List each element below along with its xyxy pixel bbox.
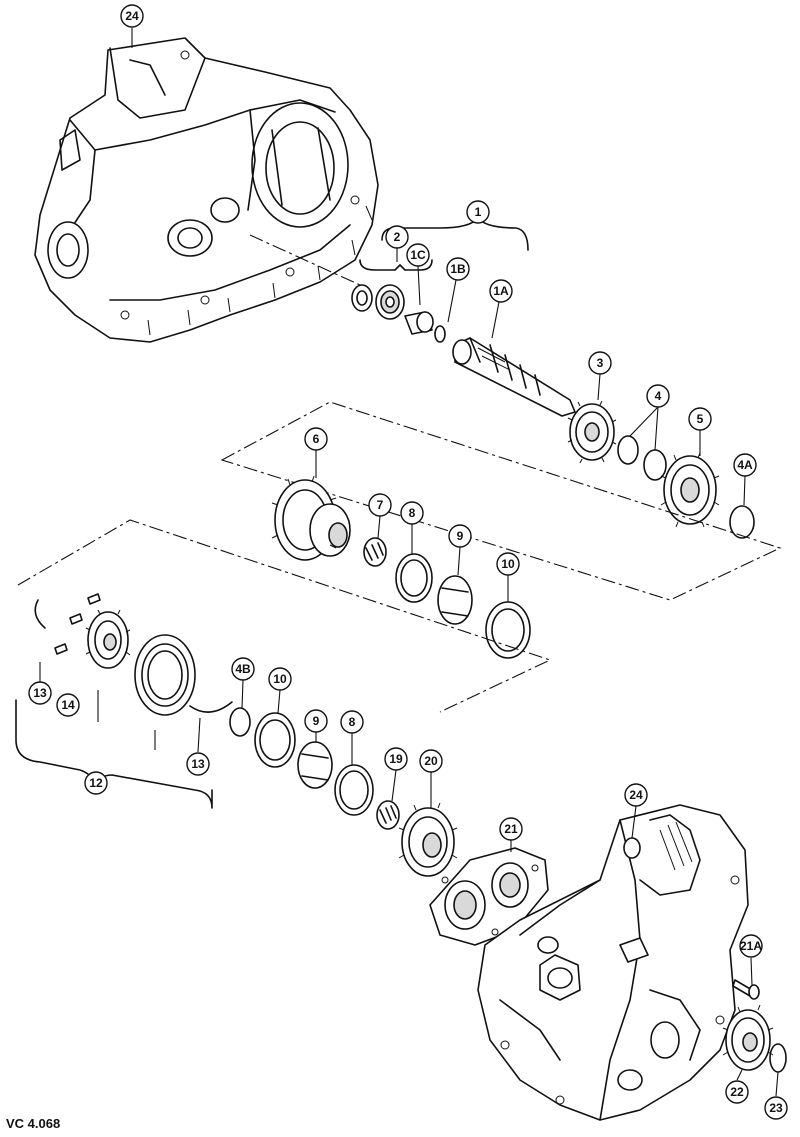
svg-text:24: 24 <box>125 9 139 23</box>
callout-2: 2 <box>385 225 409 249</box>
svg-text:7: 7 <box>377 498 384 512</box>
axis-line-upper <box>249 234 361 286</box>
lower-housing <box>477 804 749 1121</box>
upper-housing <box>34 37 379 343</box>
svg-text:13: 13 <box>191 757 205 771</box>
circlip-4B <box>229 707 251 737</box>
callout-1: 1 <box>466 200 490 224</box>
group-box-upper <box>220 401 782 601</box>
callout-10-low: 10 <box>268 667 292 691</box>
svg-text:21A: 21A <box>740 939 762 953</box>
svg-text:1: 1 <box>475 205 482 219</box>
snap-rings-4 <box>617 435 667 481</box>
svg-text:2: 2 <box>394 230 401 244</box>
synchro-ring-8-lower <box>334 764 374 816</box>
bracket-12 <box>15 699 213 809</box>
callout-13-left: 13 <box>28 681 52 705</box>
synchro-ring-9-lower <box>297 741 333 789</box>
callout-1C: 1C <box>406 243 430 267</box>
circlip-23 <box>769 1043 787 1073</box>
bolt-21A <box>732 979 760 1000</box>
svg-text:10: 10 <box>501 557 515 571</box>
svg-text:9: 9 <box>457 529 464 543</box>
callout-1B: 1B <box>446 257 470 281</box>
callout-4: 4 <box>646 384 670 408</box>
svg-text:3: 3 <box>597 356 604 370</box>
callout-4A: 4A <box>733 453 757 477</box>
svg-text:4B: 4B <box>235 662 251 676</box>
callout-5: 5 <box>688 407 712 431</box>
svg-text:13: 13 <box>33 686 47 700</box>
callout-1A: 1A <box>489 279 513 303</box>
callout-6: 6 <box>304 427 328 451</box>
callout-21A: 21A <box>739 934 763 958</box>
gear-6 <box>271 475 351 561</box>
callout-3: 3 <box>588 351 612 375</box>
callout-20: 20 <box>419 749 443 773</box>
callout-12: 12 <box>84 771 108 795</box>
synchro-ring-10-lower <box>254 712 296 768</box>
callout-7: 7 <box>368 493 392 517</box>
bearing-2 <box>351 284 405 320</box>
gear-5 <box>660 452 720 528</box>
circlip-4A <box>729 505 755 539</box>
callout-21: 21 <box>499 817 523 841</box>
svg-text:9: 9 <box>313 714 320 728</box>
needle-bearing-19 <box>376 800 400 830</box>
svg-text:1B: 1B <box>450 262 466 276</box>
callout-19: 19 <box>384 747 408 771</box>
callout-8-low: 8 <box>340 710 364 734</box>
gear-20 <box>398 802 458 877</box>
svg-text:22: 22 <box>730 1085 744 1099</box>
svg-text:12: 12 <box>89 776 103 790</box>
bearing-1C <box>404 311 434 335</box>
callout-23: 23 <box>764 1096 788 1120</box>
reference-code: VC 4.068 <box>6 1116 60 1131</box>
svg-text:23: 23 <box>769 1101 783 1115</box>
svg-text:1C: 1C <box>410 248 426 262</box>
circlip-1B <box>434 325 446 343</box>
svg-text:6: 6 <box>313 432 320 446</box>
svg-text:20: 20 <box>424 754 438 768</box>
input-shaft-1A <box>452 337 576 417</box>
synchro-ring-9-upper <box>437 575 473 625</box>
callout-9-low: 9 <box>304 709 328 733</box>
group-box-lower <box>17 519 552 713</box>
callout-8-top: 8 <box>400 501 424 525</box>
synchro-ring-10-upper <box>485 601 531 659</box>
needle-bearing-7 <box>363 537 387 567</box>
svg-text:8: 8 <box>409 506 416 520</box>
springs-13 <box>34 599 233 713</box>
svg-text:10: 10 <box>273 672 287 686</box>
svg-text:8: 8 <box>349 715 356 729</box>
sliding-sleeve-12 <box>134 634 196 716</box>
gear-22 <box>722 1004 774 1071</box>
synchro-hub-12 <box>85 609 131 669</box>
callout-9-top: 9 <box>448 524 472 548</box>
svg-text:14: 14 <box>61 698 75 712</box>
svg-text:1A: 1A <box>493 284 509 298</box>
svg-text:5: 5 <box>697 412 704 426</box>
bearing-plate-21 <box>429 847 549 946</box>
callout-14: 14 <box>56 693 80 717</box>
svg-text:4: 4 <box>655 389 662 403</box>
callout-22: 22 <box>725 1080 749 1104</box>
svg-text:19: 19 <box>389 752 403 766</box>
synchro-ring-8-upper <box>395 553 433 603</box>
callout-24-top: 24 <box>120 4 144 28</box>
callout-24-bottom: 24 <box>624 783 648 807</box>
svg-text:4A: 4A <box>737 458 753 472</box>
callout-10-top: 10 <box>496 552 520 576</box>
gear-3 <box>567 400 617 464</box>
svg-text:21: 21 <box>504 822 518 836</box>
pins-14 <box>54 593 101 655</box>
svg-text:24: 24 <box>629 788 643 802</box>
callout-13-mid: 13 <box>186 752 210 776</box>
callout-4B: 4B <box>231 657 255 681</box>
